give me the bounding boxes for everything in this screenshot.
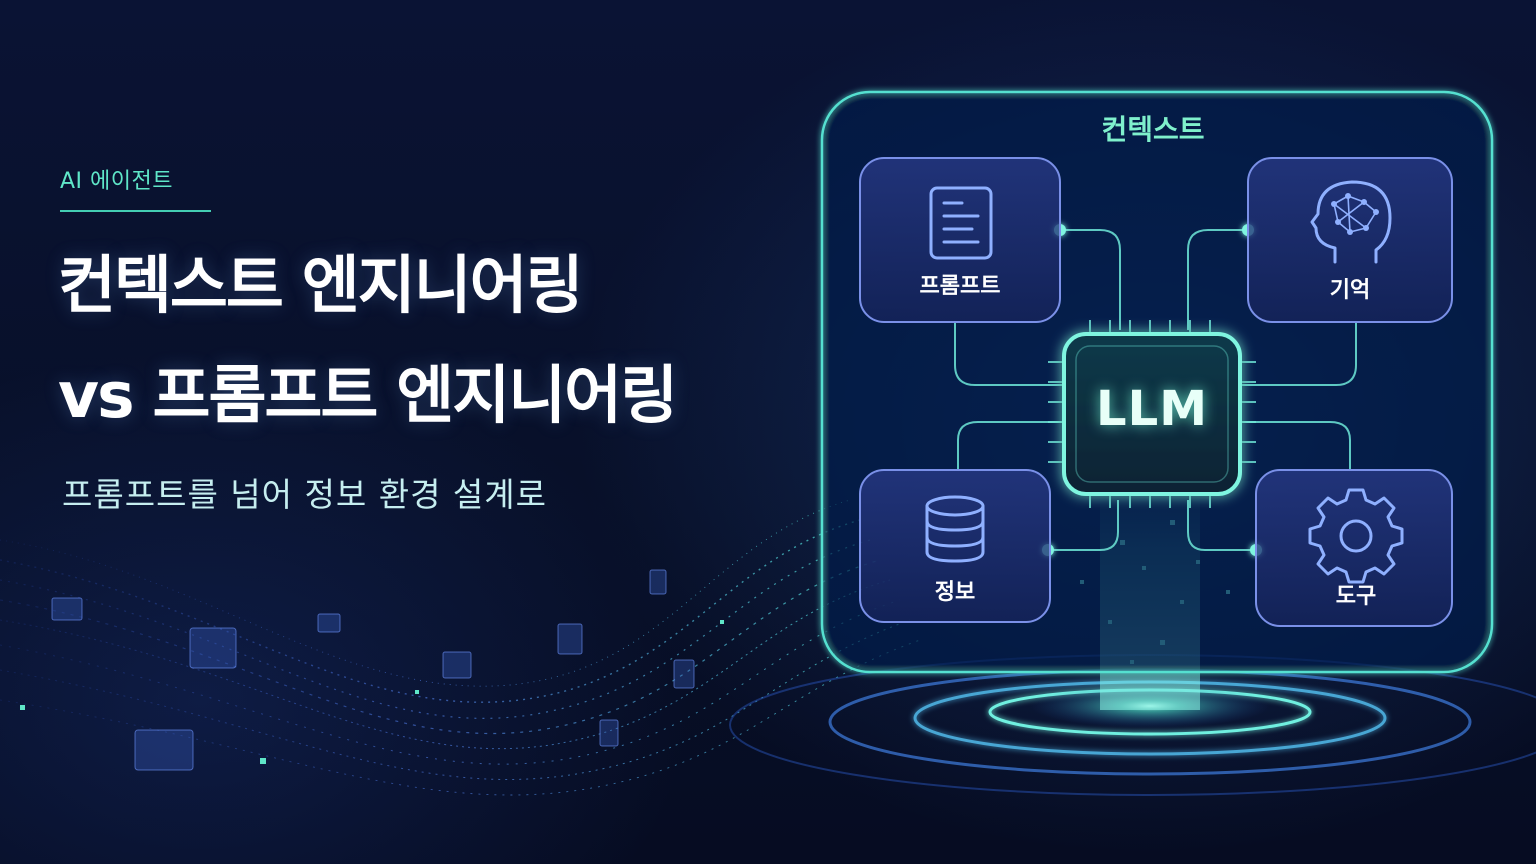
node-label-prompt: 프롬프트 [919, 274, 1001, 299]
node-label-tool: 도구 [1335, 584, 1377, 609]
document-icon [929, 186, 993, 260]
node-label-memory: 기억 [1329, 278, 1371, 303]
gear-icon [1308, 488, 1404, 584]
llm-label: LLM [1096, 381, 1208, 437]
connector-lines [954, 229, 1357, 551]
node-frame-memory [1247, 157, 1453, 323]
category-tag: AI 에이전트 [60, 164, 211, 212]
node-frame-prompt [859, 157, 1061, 323]
llm-chip [1048, 320, 1256, 508]
floating-data-cards [51, 569, 695, 771]
context-container-label: 컨텍스트 [1101, 113, 1205, 146]
node-frame-tool [1255, 469, 1453, 627]
headline-line-2: vs 프롬프트 엔지니어링 [58, 359, 678, 432]
headline-line-1: 컨텍스트 엔지니어링 [58, 249, 584, 322]
database-icon [925, 495, 985, 563]
node-label-info: 정보 [934, 580, 976, 605]
brain-head-icon [1310, 180, 1392, 264]
data-sparkles [20, 620, 724, 764]
subtitle: 프롬프트를 넘어 정보 환경 설계로 [62, 475, 547, 514]
